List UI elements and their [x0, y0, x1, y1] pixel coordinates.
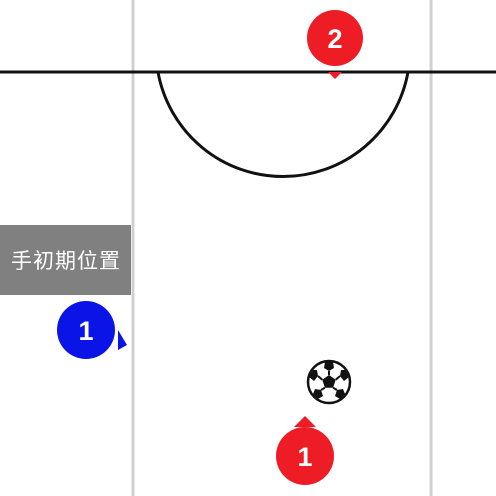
center-circle-arc	[156, 71, 410, 179]
red-player-1[interactable]: 1	[276, 416, 334, 485]
direction-arrow-right	[118, 330, 127, 350]
player-number: 1	[297, 442, 312, 472]
soccer-ball-icon[interactable]	[306, 359, 352, 405]
ball-patch	[322, 375, 336, 388]
ball-patch	[340, 370, 349, 381]
player-number: 1	[78, 316, 93, 346]
ball-patch	[324, 362, 334, 371]
caption-text: 手初期位置	[11, 249, 121, 273]
ball-patch	[309, 370, 318, 381]
player-marker	[57, 301, 115, 359]
ball-patch	[313, 389, 323, 399]
player-marker	[307, 10, 363, 66]
player-marker	[276, 427, 334, 485]
caption-banner: 手初期位置	[0, 225, 131, 295]
ball-seam	[320, 386, 326, 391]
blue-player-1[interactable]: 1	[57, 301, 127, 359]
ball-seam	[332, 386, 338, 391]
direction-arrow-down	[328, 72, 342, 79]
red-player-2[interactable]: 2	[307, 10, 363, 79]
player-number: 2	[327, 24, 342, 54]
ball-seam	[317, 375, 323, 381]
direction-arrow-up	[294, 416, 316, 427]
ball-patch	[335, 389, 345, 399]
ball-seam	[335, 375, 341, 381]
